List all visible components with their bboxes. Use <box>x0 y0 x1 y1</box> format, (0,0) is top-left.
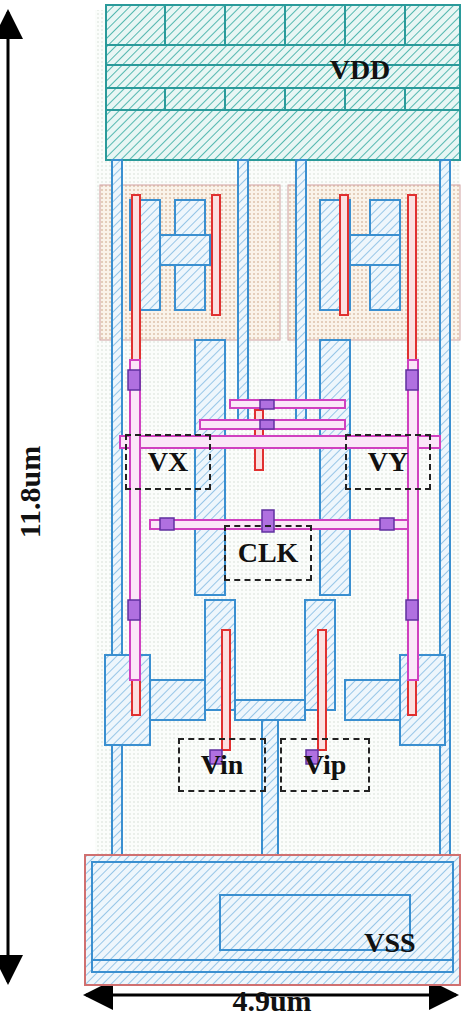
pin-label: VY <box>368 448 408 476</box>
pin-label: Vip <box>304 751 347 779</box>
pin-label: VSS <box>364 929 415 957</box>
signal-box: VX <box>125 434 211 490</box>
input-box: Vin <box>178 738 266 792</box>
pin-label: VDD <box>330 56 391 84</box>
input-box: Vip <box>280 738 370 792</box>
dimension-height: 11.8um <box>15 446 45 539</box>
supply-rail: VDD <box>300 40 420 100</box>
pin-label: VX <box>148 448 188 476</box>
pin-label: Vin <box>201 751 244 779</box>
dimension-width: 4.9um <box>232 986 311 1016</box>
signal-box: VY <box>345 434 431 490</box>
clock-box: CLK <box>224 525 312 581</box>
supply-rail: VSS <box>335 915 445 971</box>
pin-label: CLK <box>238 539 299 567</box>
